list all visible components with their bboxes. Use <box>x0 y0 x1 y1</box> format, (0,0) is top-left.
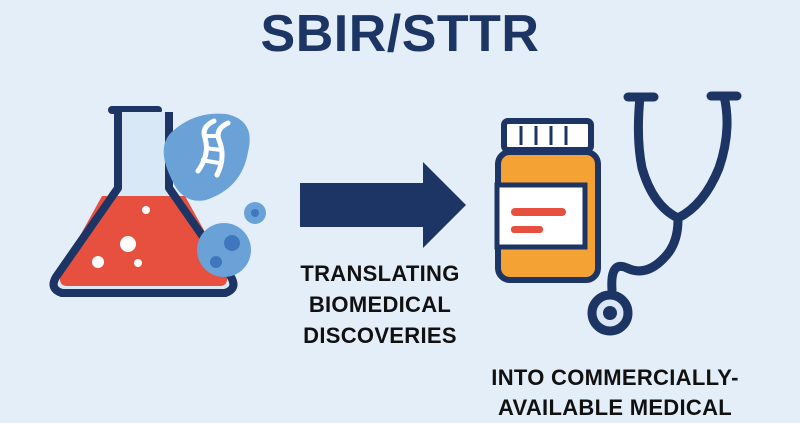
dna-icon <box>163 113 250 201</box>
flask-icon <box>49 106 238 297</box>
right-caption-line: INTO COMMERCIALLY- <box>491 365 739 390</box>
arrow-right-icon <box>300 162 466 248</box>
right-caption: INTO COMMERCIALLY- AVAILABLE MEDICAL <box>455 363 775 423</box>
page-title: SBIR/STTR <box>260 5 540 63</box>
stethoscope-icon <box>587 91 742 336</box>
left-caption: TRANSLATING BIOMEDICAL DISCOVERIES <box>270 258 490 351</box>
cells-icon <box>197 202 266 277</box>
left-caption-line: DISCOVERIES <box>303 323 457 348</box>
left-caption-line: BIOMEDICAL <box>308 292 452 317</box>
right-caption-line: AVAILABLE MEDICAL <box>497 395 733 420</box>
left-caption-line: TRANSLATING <box>300 261 460 286</box>
pill-bottle-icon <box>494 118 601 283</box>
